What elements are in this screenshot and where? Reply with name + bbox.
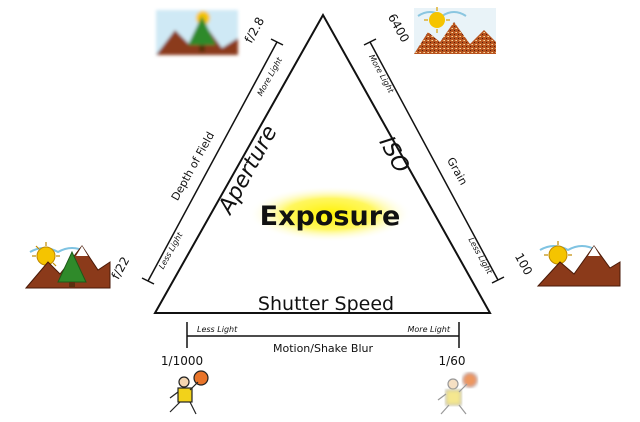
exposure-highlight bbox=[248, 186, 412, 242]
shallow-depth-of-field-icon bbox=[156, 10, 238, 55]
shutter-less-light: Less Light bbox=[197, 325, 238, 334]
aperture-min-value: f/2.8 bbox=[242, 15, 268, 46]
iso-less-light: Less Light bbox=[466, 236, 494, 276]
iso-axis-label: Grain bbox=[444, 155, 470, 187]
shutter-fast-value: 1/1000 bbox=[161, 354, 203, 368]
basketball-player-blurred-icon bbox=[437, 372, 478, 415]
grainy-mountain-icon bbox=[414, 7, 496, 54]
iso-scale: Grain More Light Less Light 6400 100 bbox=[363, 11, 535, 284]
shutter-more-light: More Light bbox=[407, 325, 450, 334]
aperture-less-light: Less Light bbox=[157, 230, 185, 270]
iso-more-light: More Light bbox=[367, 53, 396, 95]
deep-depth-of-field-icon bbox=[24, 242, 111, 289]
aperture-max-value: f/22 bbox=[109, 254, 133, 281]
iso-low-value: 100 bbox=[512, 251, 535, 278]
iso-label: ISO bbox=[374, 132, 414, 177]
shutter-slow-value: 1/60 bbox=[439, 354, 466, 368]
exposure-triangle bbox=[153, 12, 492, 314]
clean-mountain-icon bbox=[536, 241, 621, 287]
exposure-title: Exposure bbox=[260, 201, 401, 232]
shutter-axis-label: Motion/Shake Blur bbox=[273, 342, 374, 355]
shutter-scale: Less Light More Light Motion/Shake Blur … bbox=[161, 322, 466, 368]
iso-high-value: 6400 bbox=[385, 11, 412, 45]
shutter-speed-label: Shutter Speed bbox=[258, 293, 394, 315]
basketball-player-sharp-icon bbox=[169, 370, 209, 415]
